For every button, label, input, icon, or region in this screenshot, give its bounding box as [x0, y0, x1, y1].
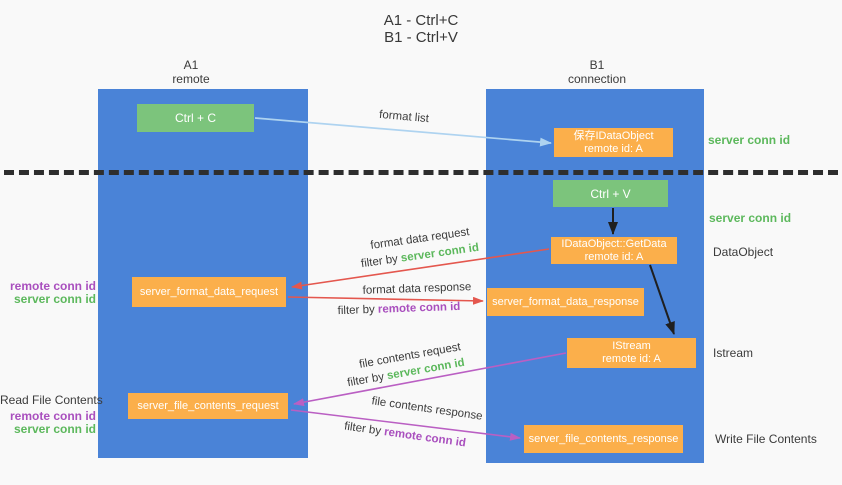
session-divider-dotted-line	[4, 170, 838, 175]
node-ctrl-c: Ctrl + C	[137, 104, 254, 132]
lane-a1-role: remote	[172, 72, 210, 86]
format-response-label: server_format_data_response	[492, 295, 639, 308]
diagram-title: A1 - Ctrl+C B1 - Ctrl+V	[329, 12, 513, 46]
file-request-label: server_file_contents_request	[137, 399, 279, 412]
label-remote-conn-id-left-1: remote conn id	[9, 279, 96, 293]
label-write-file-contents: Write File Contents	[715, 432, 817, 446]
node-server-format-data-response: server_format_data_response	[487, 288, 644, 316]
node-server-format-data-request: server_format_data_request	[132, 277, 286, 307]
label-istream: Istream	[713, 346, 754, 360]
label-format-data-response: format data response	[362, 281, 472, 297]
label-filter-format-response: filter by remote conn id	[337, 301, 460, 317]
label-server-conn-id-left-2: server conn id	[13, 422, 96, 436]
title-line-1: A1 - Ctrl+C	[383, 12, 459, 29]
label-filter-file-response: filter by remote conn id	[343, 421, 466, 450]
remote-conn-id-key: remote conn id	[383, 426, 467, 450]
ctrl-c-label: Ctrl + C	[174, 111, 216, 125]
lane-a1-name: A1	[183, 58, 199, 72]
label-file-contents-response: file contents response	[370, 395, 484, 423]
node-server-file-contents-request: server_file_contents_request	[128, 393, 288, 419]
remote-conn-id-key: remote conn id	[377, 300, 461, 316]
label-format-list: format list	[378, 108, 430, 126]
label-server-conn-id-right-2: server conn id	[709, 211, 792, 225]
ctrl-v-label: Ctrl + V	[590, 186, 631, 201]
format-request-label: server_format_data_request	[139, 285, 279, 298]
lane-b1-role: connection	[567, 72, 627, 86]
node-istream: IStream remote id: A	[567, 338, 696, 368]
file-response-label: server_file_contents_response	[528, 432, 679, 445]
lane-b1-name: B1	[589, 58, 605, 72]
node-idataobject-getdata: IDataObject::GetData remote id: A	[551, 237, 677, 264]
node-server-file-contents-response: server_file_contents_response	[524, 425, 683, 453]
label-server-conn-id-right-1: server conn id	[708, 133, 791, 147]
node-save-idataobject: 保存IDataObject remote id: A	[554, 128, 673, 157]
label-dataobject: DataObject	[713, 245, 774, 259]
filter-by-text: filter by	[337, 303, 379, 318]
filter-by-text: filter by	[360, 252, 402, 271]
getdata-line1: IDataObject::GetData	[561, 237, 667, 250]
label-read-file-contents: Read File Contents	[0, 393, 103, 407]
save-idataobject-line2: remote id: A	[584, 142, 643, 155]
getdata-line2: remote id: A	[584, 250, 644, 263]
node-ctrl-v: Ctrl + V	[553, 180, 668, 207]
filter-by-text: filter by	[346, 370, 389, 390]
label-remote-conn-id-left-2: remote conn id	[9, 409, 96, 423]
lane-header-b1: B1 connection	[527, 58, 667, 86]
filter-by-text: filter by	[343, 420, 385, 439]
lane-header-a1: A1 remote	[121, 58, 261, 86]
istream-line1: IStream	[612, 340, 651, 352]
title-line-2: B1 - Ctrl+V	[384, 29, 458, 46]
save-idataobject-line1: 保存IDataObject	[573, 129, 654, 142]
label-server-conn-id-left-1: server conn id	[13, 292, 96, 306]
istream-line2: remote id: A	[602, 353, 661, 365]
